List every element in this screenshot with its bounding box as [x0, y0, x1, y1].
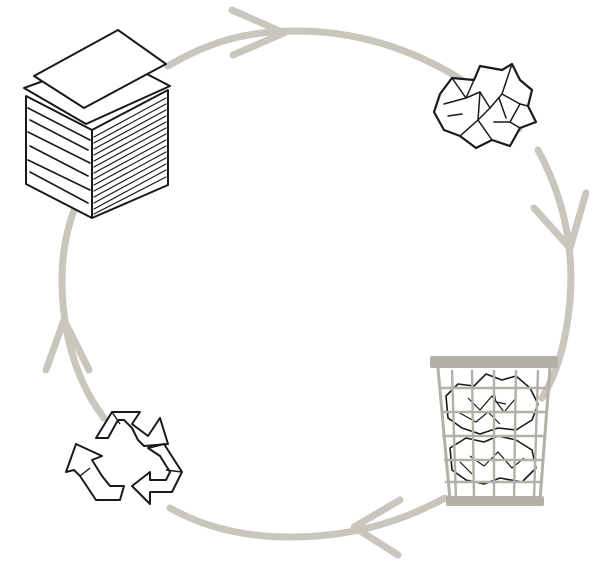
arc-bottom — [170, 498, 445, 537]
crumpled-paper-icon — [434, 64, 536, 148]
paper-stack-icon — [24, 30, 170, 218]
wastebasket-icon — [430, 356, 558, 506]
arc-left — [62, 205, 104, 418]
recycle-icon — [66, 412, 182, 504]
